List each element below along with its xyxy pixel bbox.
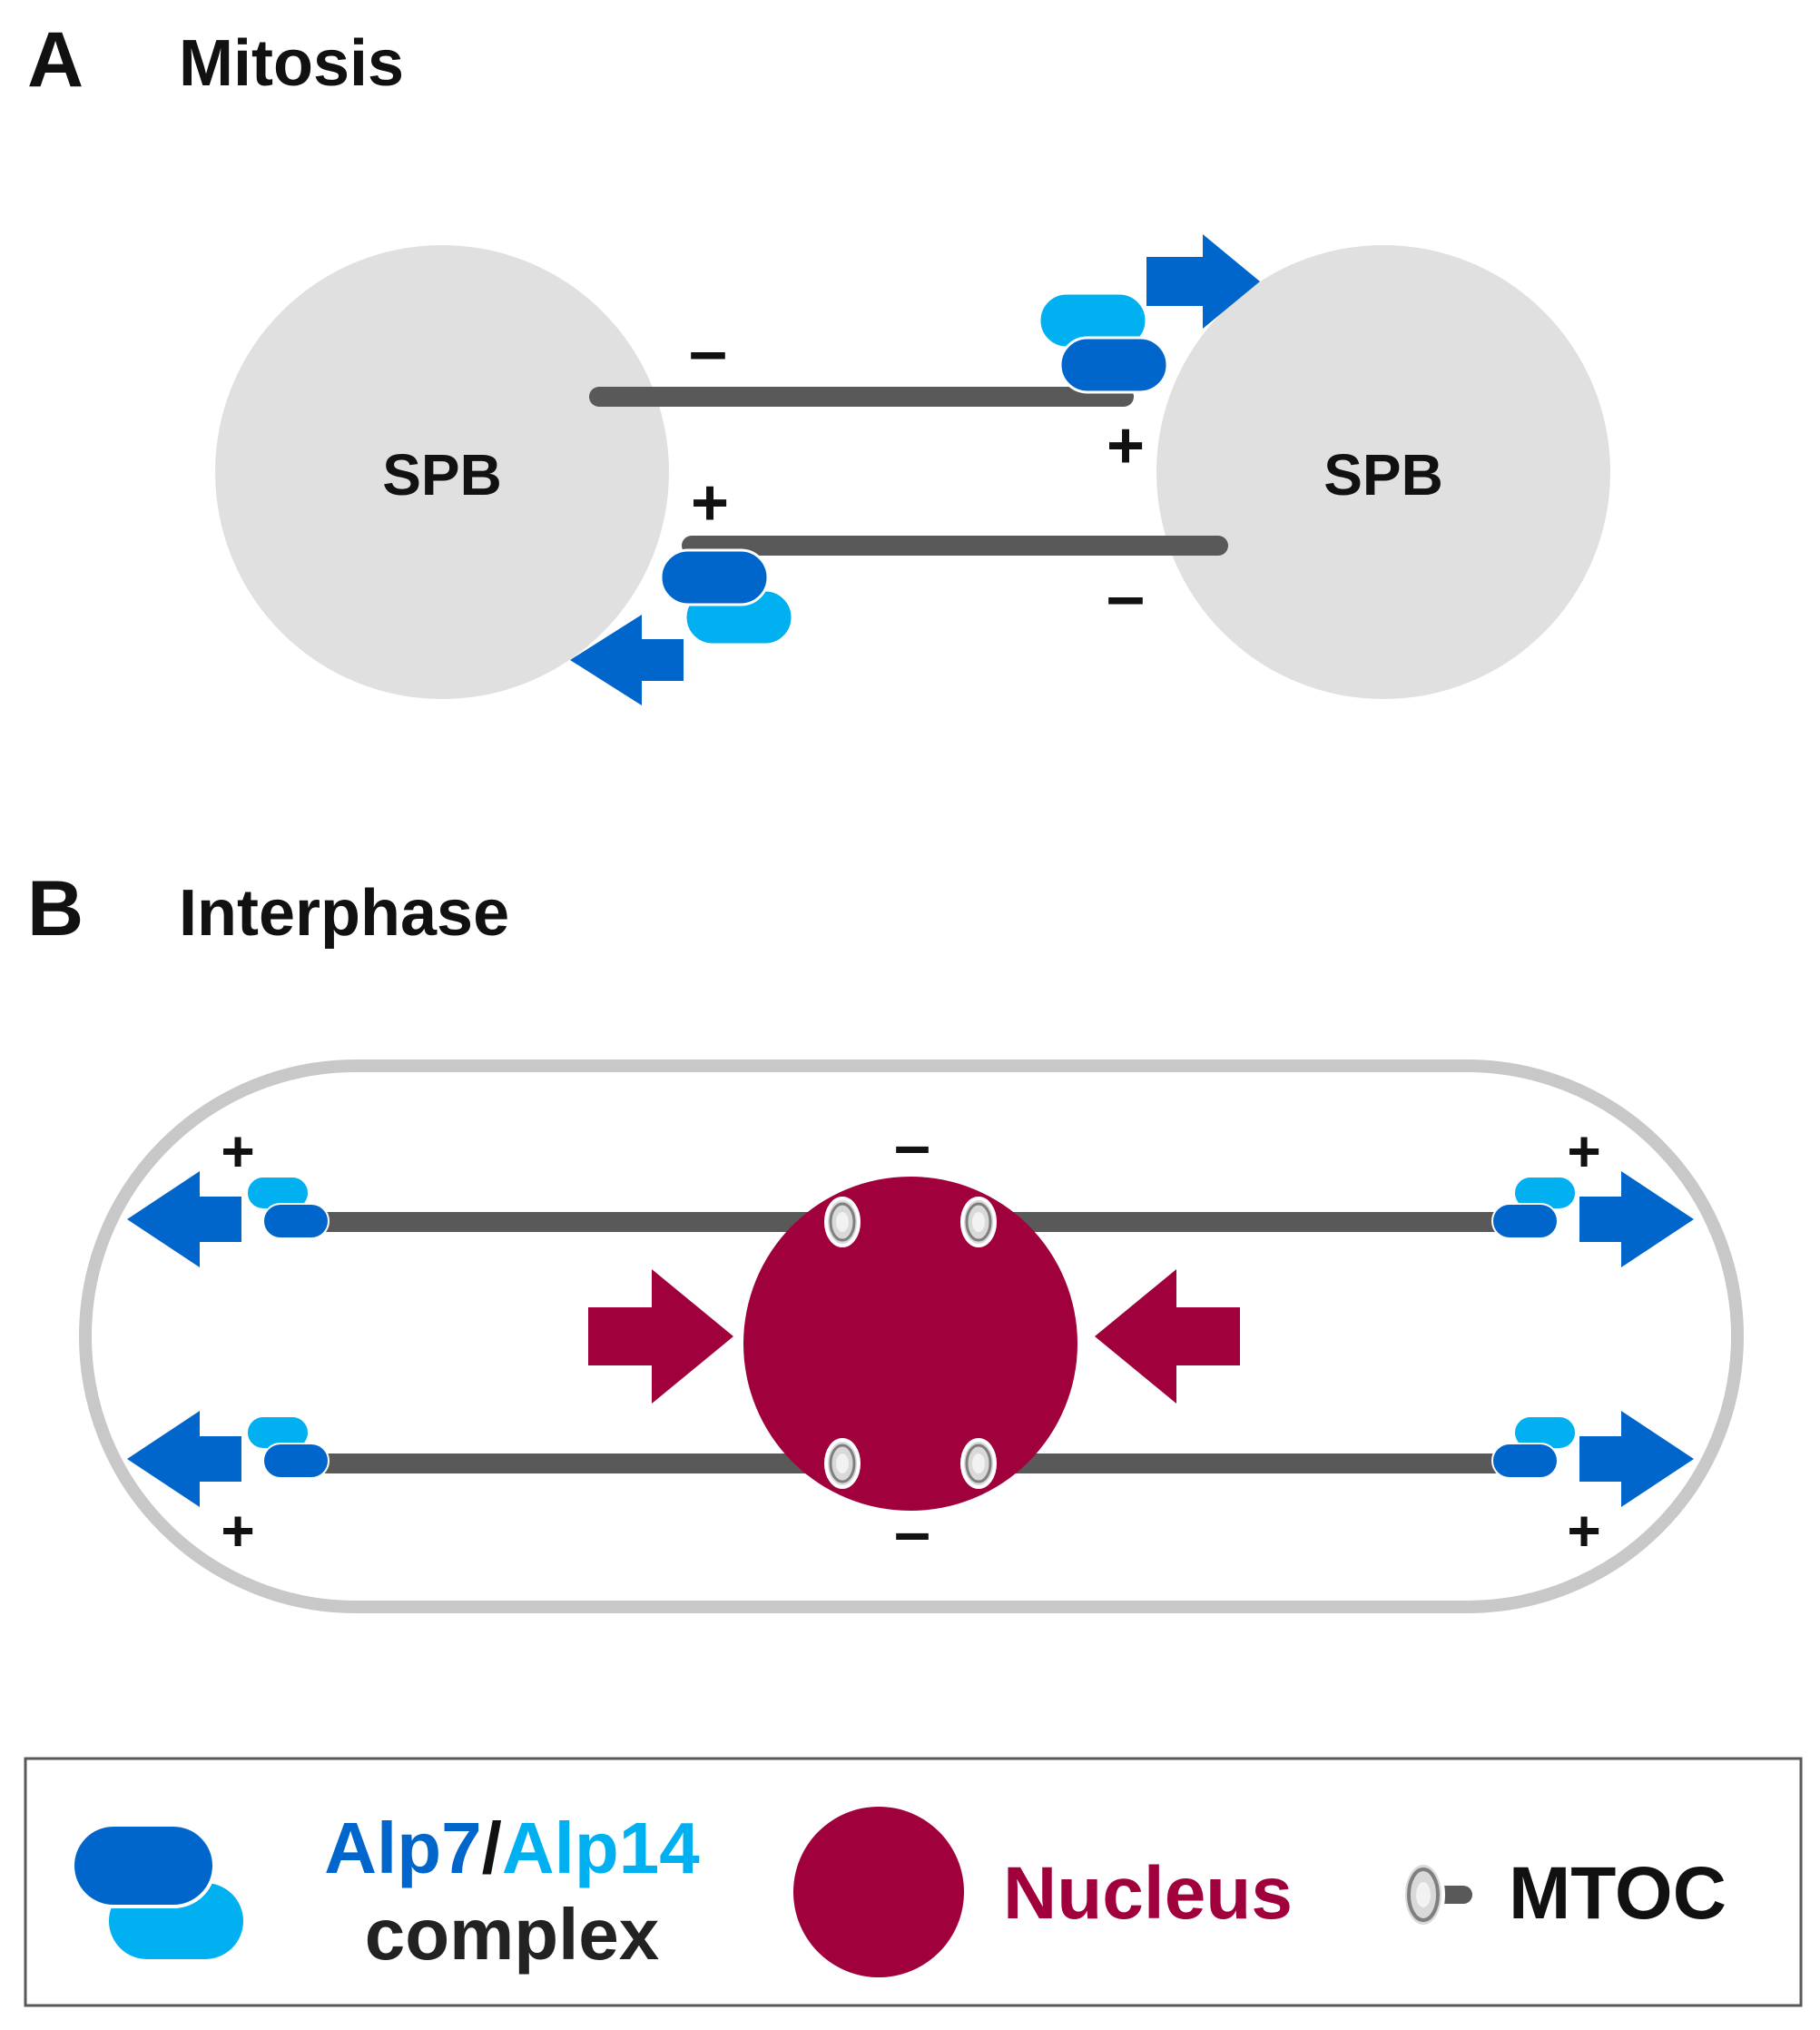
nucleus	[743, 1177, 1077, 1511]
panel-b-title: Interphase	[179, 877, 509, 950]
spb-right-label: SPB	[1323, 442, 1443, 508]
panel-a-title: Mitosis	[179, 27, 404, 100]
mtoc-top-left	[824, 1197, 861, 1247]
alp-complex-bottom-right	[1491, 1415, 1577, 1479]
spb-left	[215, 245, 669, 699]
mtoc-top-right	[960, 1197, 997, 1247]
arrow-out-top-left-icon	[127, 1171, 241, 1267]
arrow-inward-right-icon	[1095, 1269, 1240, 1404]
cell-outline	[79, 1059, 1744, 1613]
alp-complex-lower	[659, 548, 794, 646]
plus-bottom-right: +	[1567, 1498, 1600, 1563]
spb-left-label: SPB	[382, 442, 502, 508]
upper-mt-minus: –	[689, 312, 727, 389]
arrow-right-icon	[1146, 234, 1260, 329]
legend-complex-label: complex	[365, 1894, 660, 1975]
legend-mtoc-label: MTOC	[1509, 1852, 1727, 1935]
alp-complex-bottom-left	[246, 1415, 330, 1479]
legend-nucleus-label: Nucleus	[1003, 1852, 1293, 1935]
legend-alp14: Alp14	[502, 1808, 700, 1888]
legend-nucleus-icon	[793, 1807, 964, 1977]
arrow-out-top-right-icon	[1579, 1171, 1694, 1267]
mtoc-bottom-right	[960, 1438, 997, 1489]
plus-top-right: +	[1567, 1118, 1600, 1184]
minus-top: –	[894, 1109, 930, 1182]
arrow-inward-left-icon	[588, 1269, 733, 1404]
lower-mt-plus: +	[691, 467, 729, 539]
upper-mt-plus: +	[1107, 409, 1145, 482]
mtoc-bottom-left	[824, 1438, 861, 1489]
panel-a-letter: A	[27, 16, 84, 103]
legend-complex-icon	[71, 1823, 247, 1963]
lower-mt-minus: –	[1107, 557, 1145, 635]
panel-b-letter: B	[27, 865, 84, 952]
legend-separator: /	[482, 1808, 502, 1888]
minus-bottom: –	[894, 1496, 930, 1569]
plus-top-left: +	[221, 1118, 254, 1184]
legend-alp7: Alp7	[324, 1808, 481, 1888]
arrow-out-bottom-right-icon	[1579, 1411, 1694, 1507]
arrow-out-bottom-left-icon	[127, 1411, 241, 1507]
alp-complex-top-right	[1491, 1176, 1577, 1239]
legend-complex-name: Alp7/Alp14	[324, 1808, 700, 1888]
alp-complex-upper	[1038, 291, 1169, 394]
legend-mtoc-icon	[1402, 1861, 1472, 1928]
plus-bottom-left: +	[221, 1498, 254, 1563]
arrow-left-icon	[570, 615, 684, 705]
spb-right	[1156, 245, 1610, 699]
alp-complex-top-left	[246, 1176, 330, 1239]
